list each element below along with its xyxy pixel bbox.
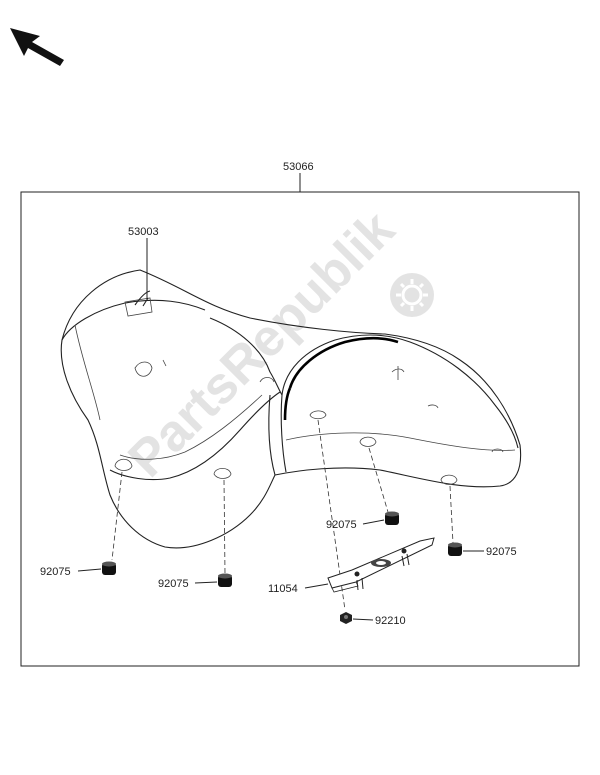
arrow-up-left-icon[interactable] bbox=[10, 28, 64, 66]
damper-center[interactable] bbox=[385, 511, 399, 526]
seat-illustration bbox=[60, 269, 522, 549]
label-damper-center[interactable]: 92075 bbox=[326, 519, 357, 531]
label-bracket[interactable]: 11054 bbox=[268, 583, 298, 595]
damper-right[interactable] bbox=[448, 542, 462, 557]
label-damper-right[interactable]: 92075 bbox=[486, 546, 517, 558]
damper-left[interactable] bbox=[102, 561, 116, 576]
assembly-frame bbox=[20, 191, 580, 667]
nut[interactable] bbox=[340, 612, 352, 624]
label-assembly[interactable]: 53066 bbox=[283, 161, 314, 173]
mounting-bracket[interactable] bbox=[327, 537, 435, 593]
label-nut[interactable]: 92210 bbox=[375, 615, 406, 627]
gear-icon bbox=[390, 273, 434, 317]
damper-front[interactable] bbox=[218, 573, 232, 588]
label-damper-front[interactable]: 92075 bbox=[158, 578, 189, 590]
label-cover[interactable]: 53003 bbox=[128, 226, 159, 238]
label-damper-left[interactable]: 92075 bbox=[40, 566, 71, 578]
